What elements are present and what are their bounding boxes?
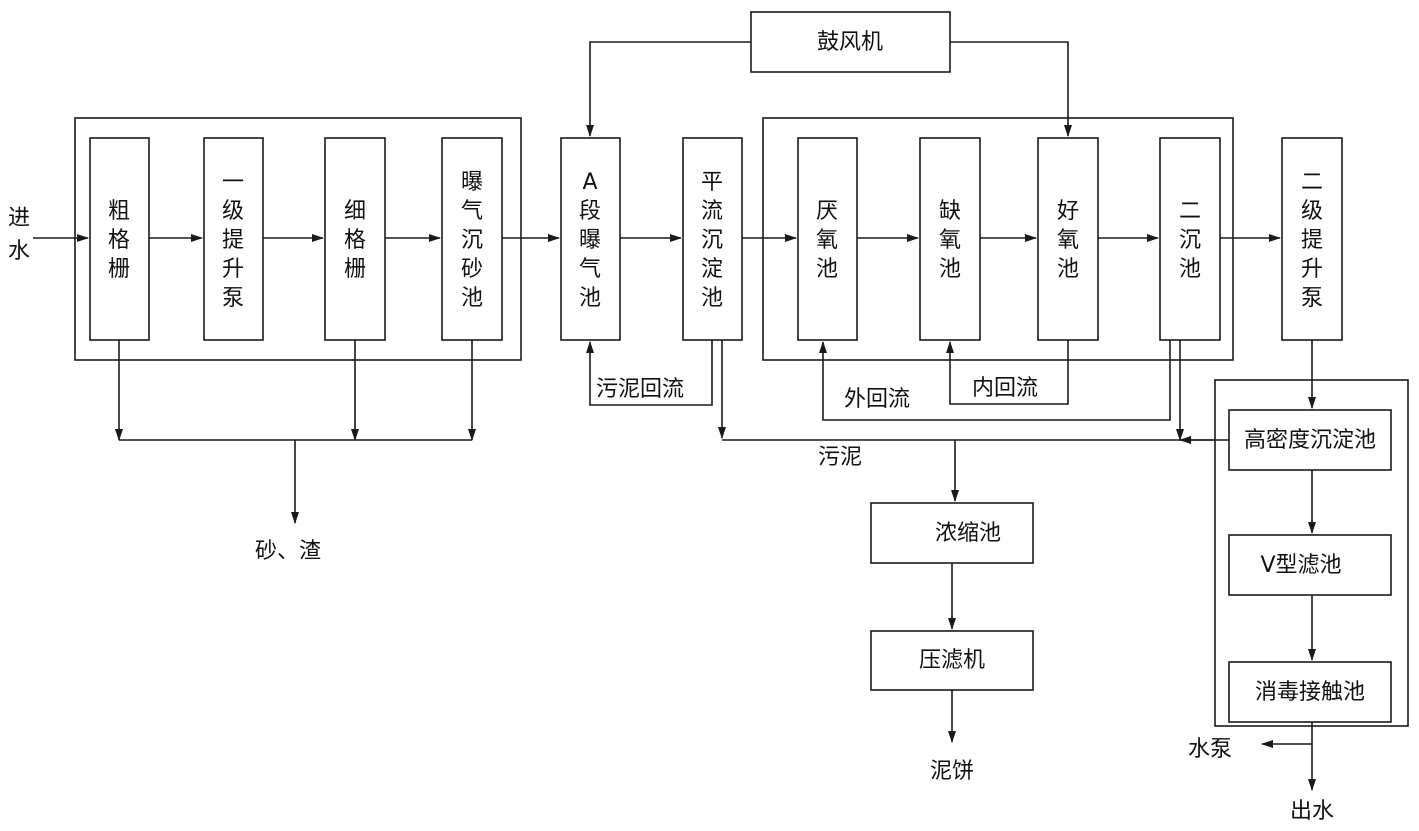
aerated-grit-chamber-label: 曝气沉砂池 xyxy=(461,170,483,311)
sludge-label: 污泥 xyxy=(818,445,862,470)
sludge-cake-label: 泥饼 xyxy=(930,759,974,784)
sand-slag-label: 砂、渣 xyxy=(255,539,321,564)
horizontal-sedimentation-label: 平流沉淀池 xyxy=(701,170,723,311)
disinfection-contact-box xyxy=(1228,661,1392,723)
v-filter-box xyxy=(1228,534,1392,596)
v-filter-label: V型滤池 xyxy=(1260,553,1341,578)
primary-lift-pump-box xyxy=(203,137,264,341)
aerobic-tank-box xyxy=(1037,137,1099,341)
anoxic-tank-box xyxy=(919,137,981,341)
blower-to-a-stage-air-line xyxy=(586,41,751,137)
disinfection-contact-label: 消毒接触池 xyxy=(1255,680,1365,705)
sludge-return-line xyxy=(586,340,713,406)
internal-return-label: 内回流 xyxy=(972,376,1038,401)
filter-press-box xyxy=(870,630,1034,691)
thickener-label: 浓缩池 xyxy=(935,521,1001,546)
water-pump-label: 水泵 xyxy=(1188,737,1232,762)
internal-return-line xyxy=(946,340,1069,405)
primary-lift-pump-label: 一级提升泵 xyxy=(222,170,244,311)
sludge-return-label: 污泥回流 xyxy=(596,377,684,402)
fine-screen-box xyxy=(324,137,386,341)
inlet-label-top: 进 xyxy=(8,206,30,231)
outlet-label: 出水 xyxy=(1290,799,1334,824)
secondary-clarifier-box xyxy=(1159,137,1221,341)
high-density-sedimentation-label: 高密度沉淀池 xyxy=(1244,428,1376,453)
pretreatment-group-frame xyxy=(74,117,522,361)
high-density-sedimentation-box xyxy=(1228,409,1392,471)
filter-press-label: 压滤机 xyxy=(919,648,985,673)
coarse-screen-label: 粗格栅 xyxy=(108,199,130,282)
anoxic-tank-label: 缺氧池 xyxy=(939,199,961,282)
anaerobic-tank-label: 厌氧池 xyxy=(816,199,838,282)
inlet-label-bottom: 水 xyxy=(8,239,30,264)
secondary-clarifier-label: 二沉池 xyxy=(1179,199,1201,282)
blower-label: 鼓风机 xyxy=(817,30,883,55)
secondary-lift-pump-label: 二级提升泵 xyxy=(1301,170,1323,311)
thickener-box xyxy=(870,502,1034,564)
horizontal-sedimentation-box xyxy=(682,137,743,341)
anaerobic-tank-box xyxy=(797,137,858,341)
biological-group-frame xyxy=(762,117,1234,361)
fine-screen-label: 细格栅 xyxy=(344,199,366,282)
aerated-grit-chamber-box xyxy=(441,137,503,341)
a-stage-aeration-box xyxy=(560,137,621,341)
blower-box xyxy=(750,11,951,73)
blower-to-aerobic-air-line xyxy=(950,41,1072,137)
external-return-label: 外回流 xyxy=(844,387,910,412)
secondary-lift-pump-box xyxy=(1281,137,1343,341)
external-return-line xyxy=(819,340,1171,421)
aerobic-tank-label: 好氧池 xyxy=(1057,199,1079,282)
